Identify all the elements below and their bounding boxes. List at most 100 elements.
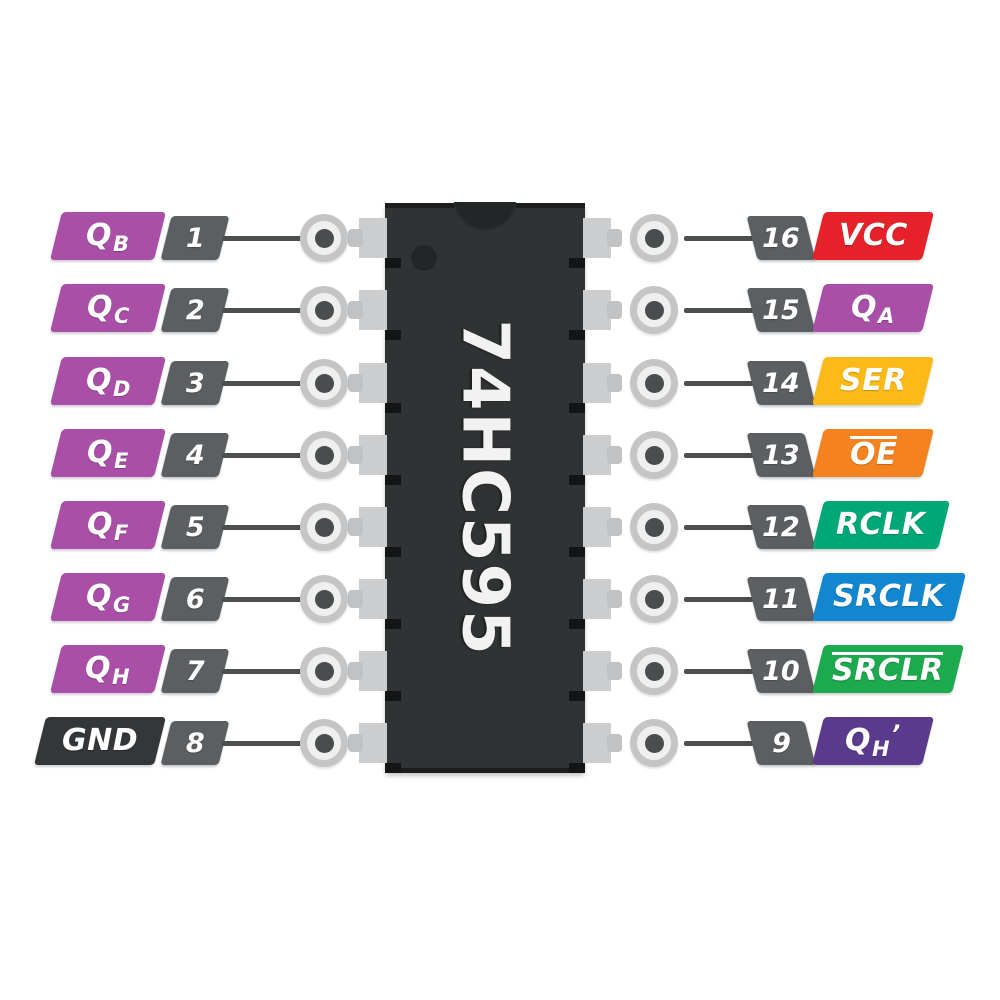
terminal-ring bbox=[307, 654, 341, 688]
terminal-core bbox=[644, 661, 664, 681]
pin-number-badge-14[interactable]: 14 bbox=[746, 361, 816, 405]
pin-terminal-9[interactable] bbox=[630, 719, 678, 767]
terminal-core bbox=[314, 300, 334, 320]
pin-row-11: 11 SRCLK bbox=[0, 573, 1000, 629]
pin-terminal-11[interactable] bbox=[630, 575, 678, 623]
pin-number-text-14: 14 bbox=[762, 367, 800, 399]
terminal-core bbox=[314, 517, 334, 537]
pin-label-12[interactable]: RCLK bbox=[812, 501, 950, 549]
terminal-core bbox=[314, 661, 334, 681]
pin-lead-line-2 bbox=[222, 308, 314, 313]
terminal-ring bbox=[637, 293, 671, 327]
chip-leg-right-8 bbox=[583, 723, 622, 763]
terminal-core bbox=[644, 445, 664, 465]
pin-row-12: 12 RCLK bbox=[0, 501, 1000, 557]
chip-leg-right-3 bbox=[583, 363, 622, 403]
chip-leg-shadow-left-1 bbox=[385, 258, 401, 268]
terminal-core bbox=[644, 733, 664, 753]
chip-leg-left-4 bbox=[348, 435, 387, 475]
chip-leg-right-6 bbox=[583, 579, 622, 619]
pin-lead-line-14 bbox=[684, 381, 776, 386]
pin-terminal-15[interactable] bbox=[630, 286, 678, 334]
pin-label-13[interactable]: OE bbox=[812, 429, 934, 477]
pin-terminal-16[interactable] bbox=[630, 214, 678, 262]
pin-terminal-7[interactable] bbox=[300, 647, 348, 695]
ic-chip-body: 74HC595 bbox=[348, 202, 622, 773]
pin-label-16[interactable]: VCC bbox=[812, 212, 934, 260]
chip-leg-shadow-left-7 bbox=[385, 691, 401, 701]
pin-lead-line-11 bbox=[684, 597, 776, 602]
terminal-ring bbox=[307, 510, 341, 544]
pin-lead-line-10 bbox=[684, 669, 776, 674]
pin-number-text-9: 9 bbox=[771, 727, 791, 759]
terminal-ring bbox=[307, 726, 341, 760]
pin-number-text-10: 10 bbox=[762, 655, 800, 687]
pin-number-badge-9[interactable]: 9 bbox=[746, 721, 816, 765]
pin-lead-line-7 bbox=[222, 669, 314, 674]
pin-terminal-8[interactable] bbox=[300, 719, 348, 767]
terminal-core bbox=[644, 373, 664, 393]
chip-leg-shadow-right-5 bbox=[569, 547, 585, 557]
pin-label-text-11: SRCLK bbox=[833, 579, 945, 614]
pin-lead-line-12 bbox=[684, 525, 776, 530]
pin-terminal-5[interactable] bbox=[300, 503, 348, 551]
pin-number-badge-13[interactable]: 13 bbox=[746, 433, 816, 477]
chip-leg-shadow-right-1 bbox=[569, 258, 585, 268]
chip-leg-right-7 bbox=[583, 651, 622, 691]
pin-label-14[interactable]: SER bbox=[812, 357, 934, 405]
terminal-core bbox=[644, 589, 664, 609]
chip-leg-right-1 bbox=[583, 218, 622, 258]
chip-leg-right-4 bbox=[583, 435, 622, 475]
pin-terminal-1[interactable] bbox=[300, 214, 348, 262]
pin-number-badge-10[interactable]: 10 bbox=[746, 649, 816, 693]
pin-row-14: 14 SER bbox=[0, 357, 1000, 413]
pin-terminal-12[interactable] bbox=[630, 503, 678, 551]
terminal-ring bbox=[637, 510, 671, 544]
chip-leg-left-5 bbox=[348, 507, 387, 547]
chip-leg-shadow-left-6 bbox=[385, 619, 401, 629]
chip-leg-shadow-right-2 bbox=[569, 330, 585, 340]
pin-terminal-13[interactable] bbox=[630, 431, 678, 479]
pin-terminal-3[interactable] bbox=[300, 359, 348, 407]
terminal-core bbox=[644, 300, 664, 320]
terminal-ring bbox=[307, 293, 341, 327]
pin-label-10[interactable]: SRCLR bbox=[812, 645, 964, 693]
terminal-ring bbox=[637, 582, 671, 616]
terminal-core bbox=[644, 228, 664, 248]
pin-terminal-4[interactable] bbox=[300, 431, 348, 479]
chip-bottom-edge bbox=[385, 768, 585, 773]
chip-leg-shadow-left-3 bbox=[385, 403, 401, 413]
chip-leg-right-5 bbox=[583, 507, 622, 547]
terminal-ring bbox=[637, 726, 671, 760]
terminal-ring bbox=[637, 438, 671, 472]
pin-lead-line-4 bbox=[222, 453, 314, 458]
pin-terminal-14[interactable] bbox=[630, 359, 678, 407]
pin-1-indicator-dot bbox=[411, 245, 437, 271]
chip-leg-shadow-right-8 bbox=[569, 763, 585, 773]
terminal-ring bbox=[637, 221, 671, 255]
chip-leg-left-7 bbox=[348, 651, 387, 691]
pin-terminal-10[interactable] bbox=[630, 647, 678, 695]
chip-leg-shadow-left-2 bbox=[385, 330, 401, 340]
pin-label-11[interactable]: SRCLK bbox=[812, 573, 966, 621]
pin-number-badge-12[interactable]: 12 bbox=[746, 505, 816, 549]
pin-number-text-12: 12 bbox=[762, 511, 800, 543]
pin-terminal-2[interactable] bbox=[300, 286, 348, 334]
pin-terminal-6[interactable] bbox=[300, 575, 348, 623]
pin-lead-line-5 bbox=[222, 525, 314, 530]
pin-number-badge-16[interactable]: 16 bbox=[746, 216, 816, 260]
terminal-ring bbox=[307, 438, 341, 472]
pin-lead-line-1 bbox=[222, 236, 314, 241]
pin-label-text-10: SRCLR bbox=[832, 652, 944, 688]
pin-lead-line-8 bbox=[222, 741, 314, 746]
pin-number-badge-15[interactable]: 15 bbox=[746, 288, 816, 332]
pin-number-badge-11[interactable]: 11 bbox=[746, 577, 816, 621]
